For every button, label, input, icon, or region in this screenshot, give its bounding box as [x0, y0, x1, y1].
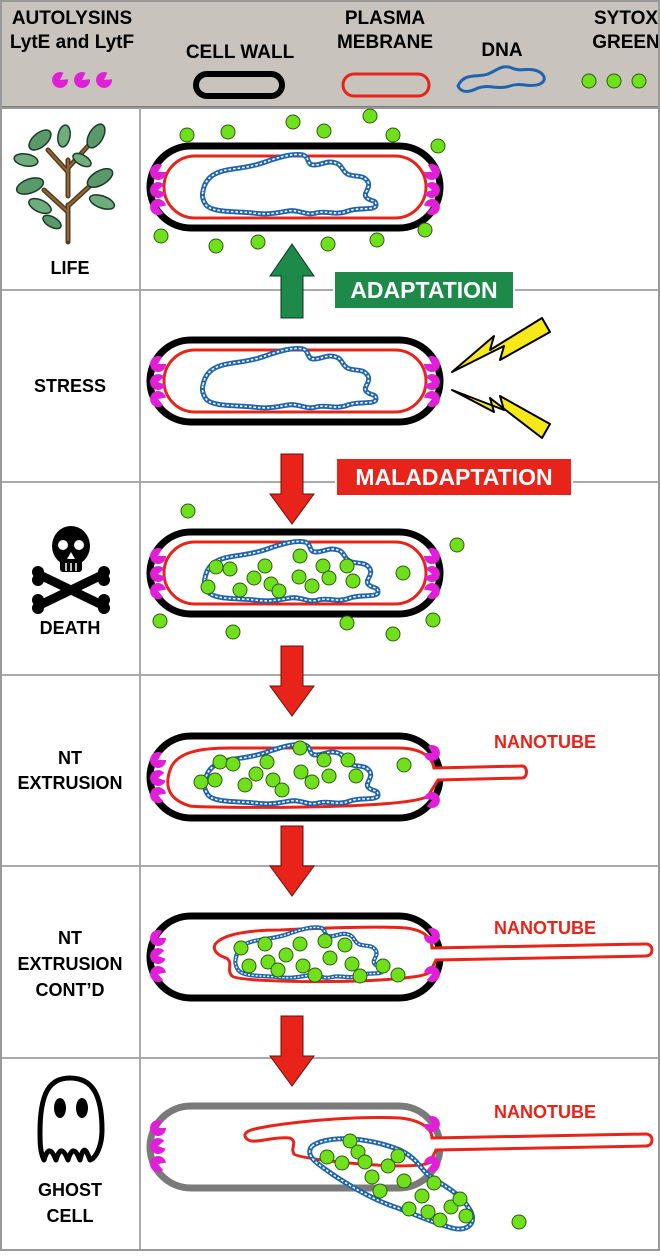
legend-autolysins-line1: AUTOLYSINS	[12, 8, 132, 29]
legend-plasma-line2: MEBRANE	[337, 32, 433, 53]
maladaptation-label: MALADAPTATION	[355, 464, 552, 490]
ghost-icon	[37, 1075, 105, 1163]
arrow-to-nt-extrusion-icon	[269, 645, 315, 717]
adaptation-arrow-icon	[269, 243, 315, 319]
dna-legend-icon	[456, 65, 546, 93]
cell-ghost	[146, 1102, 654, 1232]
row-label-death: DEATH	[40, 618, 101, 638]
row-label-stress: STRESS	[34, 376, 106, 396]
legend-dna: DNA	[481, 40, 522, 61]
nanotube-label-1: NANOTUBE	[494, 732, 596, 752]
nanotube-label-3: NANOTUBE	[494, 1102, 596, 1122]
arrow-to-ghost-icon	[269, 1015, 315, 1087]
maladaptation-box	[335, 457, 573, 497]
row-label-ghost-1: GHOST	[38, 1180, 102, 1200]
cell-life	[146, 142, 444, 232]
cell-nt-extrusion-contd	[146, 912, 654, 1002]
row-label-nt-extrusion-1: NT	[58, 748, 82, 768]
row-label-nt-contd-1: NT	[58, 928, 82, 948]
tree-icon	[13, 123, 116, 245]
adaptation-label: ADAPTATION	[350, 277, 497, 303]
cell-wall-legend-icon	[193, 71, 285, 99]
sytox-legend-icon	[581, 73, 647, 89]
maladaptation-arrow-icon	[269, 453, 315, 525]
membrane-nanotube-ghost	[243, 1115, 654, 1168]
legend-sytox-line2: GREEN	[592, 32, 660, 53]
adaptation-box	[333, 270, 515, 310]
membrane-legend-icon	[341, 72, 431, 98]
legend-cell-wall: CELL WALL	[186, 42, 295, 63]
lightning-bolt-icon	[451, 317, 551, 439]
arrow-to-nt-contd-icon	[269, 825, 315, 897]
cell-stress	[146, 336, 444, 426]
row-label-nt-contd-3: CONT’D	[36, 980, 105, 1000]
membrane-nanotube-nt	[166, 746, 528, 809]
legend-plasma-line1: PLASMA	[345, 8, 426, 29]
legend-autolysins-line2: LytE and LytF	[10, 32, 134, 53]
row-label-nt-contd-2: EXTRUSION	[17, 954, 122, 974]
legend-sytox-line1: SYTOX	[594, 8, 658, 29]
nanotube-label-2: NANOTUBE	[494, 918, 596, 938]
row-label-nt-extrusion-2: EXTRUSION	[17, 773, 122, 793]
skull-crossbones-icon	[32, 526, 110, 614]
row-label-life: LIFE	[51, 258, 90, 278]
row-label-ghost-2: CELL	[47, 1206, 94, 1226]
